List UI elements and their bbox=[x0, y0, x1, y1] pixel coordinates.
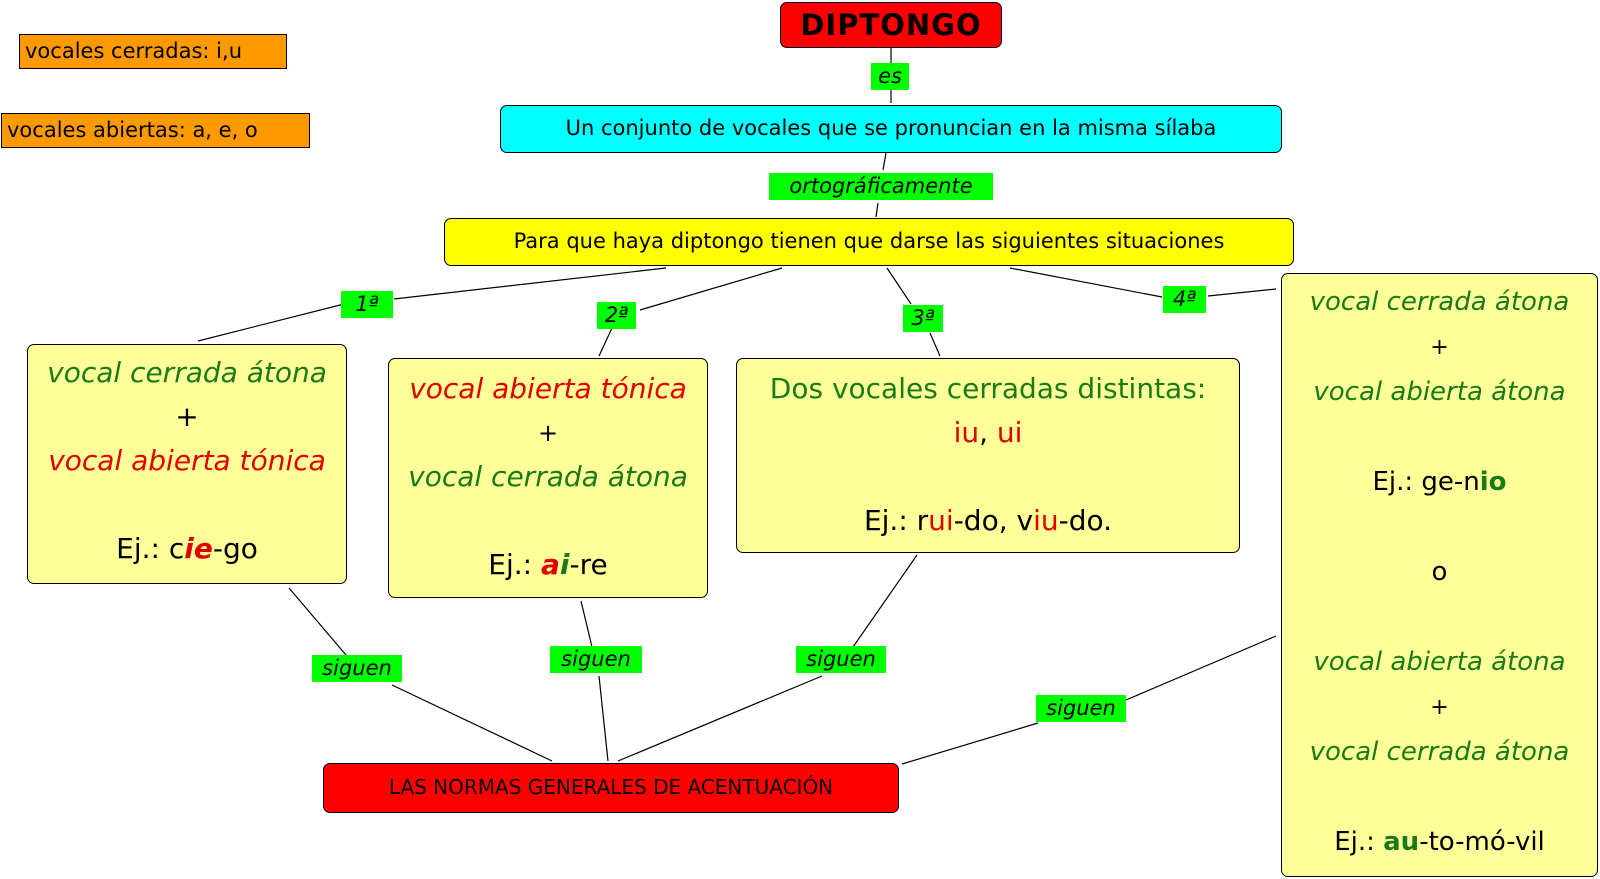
card-4-line-4: vocal cerrada átona bbox=[1309, 737, 1570, 767]
card-4-spacer-2 bbox=[1282, 505, 1597, 550]
card-4-line-1: vocal cerrada átona bbox=[1309, 287, 1570, 317]
card-2-spacer bbox=[389, 499, 707, 543]
link-label-siguen-3: siguen bbox=[796, 646, 886, 673]
card-3-pairs: iu, ui bbox=[953, 416, 1023, 449]
link-label-siguen-4: siguen bbox=[1036, 695, 1126, 722]
connector-line bbox=[393, 267, 667, 300]
card-1-line-2: vocal abierta tónica bbox=[48, 444, 326, 477]
card-1-spacer bbox=[28, 483, 346, 527]
card-3-spacer bbox=[737, 455, 1239, 499]
link-label-ortograficamente: ortográficamente bbox=[769, 173, 993, 200]
connector-line bbox=[580, 600, 593, 648]
link-label-third: 3ª bbox=[903, 305, 943, 332]
connector-line bbox=[1125, 635, 1277, 701]
card-2-plus: + bbox=[537, 419, 559, 447]
connector-line bbox=[882, 152, 887, 171]
link-label-es: es bbox=[871, 63, 909, 90]
connector-line bbox=[901, 722, 1039, 765]
situations-node: Para que haya diptongo tienen que darse … bbox=[444, 218, 1294, 266]
card-4-spacer-1 bbox=[1282, 415, 1597, 460]
legend-open-vowels: vocales abiertas: a, e, o bbox=[1, 113, 310, 148]
card-4-line-3: vocal abierta átona bbox=[1313, 647, 1566, 677]
card-4-example-a: Ej.: ge-nio bbox=[1372, 467, 1507, 497]
card-3-line-1: Dos vocales cerradas distintas: bbox=[769, 372, 1207, 405]
card-4-spacer-4 bbox=[1282, 775, 1597, 820]
link-label-siguen-2: siguen bbox=[550, 646, 642, 673]
card-4-plus-2: + bbox=[1430, 695, 1449, 720]
connector-line bbox=[929, 332, 941, 357]
connector-line bbox=[852, 554, 918, 648]
card-2-line-1: vocal abierta tónica bbox=[409, 372, 687, 405]
link-label-second: 2ª bbox=[597, 302, 636, 329]
connector-line bbox=[886, 267, 912, 305]
card-4-example-b: Ej.: au-to-mó-vil bbox=[1334, 827, 1545, 857]
card-2-example: Ej.: ai-re bbox=[488, 548, 608, 581]
connector-line bbox=[617, 675, 823, 762]
definition-node: Un conjunto de vocales que se pronuncian… bbox=[500, 105, 1282, 153]
connector-line bbox=[1009, 267, 1163, 298]
card-4-or: o bbox=[1431, 557, 1448, 587]
connector-line bbox=[1207, 288, 1277, 297]
connector-line bbox=[598, 327, 613, 357]
card-4-spacer-3 bbox=[1282, 595, 1597, 640]
general-rules-node: LAS NORMAS GENERALES DE ACENTUACIÓN bbox=[323, 763, 899, 813]
legend-closed-vowels: vocales cerradas: i,u bbox=[19, 34, 287, 69]
situation-card-2: vocal abierta tónica + vocal cerrada áto… bbox=[388, 358, 708, 598]
title-node: DIPTONGO bbox=[780, 2, 1002, 48]
connector-line bbox=[598, 675, 609, 762]
connector-line bbox=[875, 202, 879, 218]
situation-card-1: vocal cerrada átona + vocal abierta tóni… bbox=[27, 344, 347, 584]
situation-card-3: Dos vocales cerradas distintas: iu, ui E… bbox=[736, 358, 1240, 553]
link-label-fourth: 4ª bbox=[1163, 286, 1206, 313]
connector-line bbox=[197, 301, 353, 342]
connector-line bbox=[391, 684, 553, 762]
card-4-line-2: vocal abierta átona bbox=[1313, 377, 1566, 407]
card-3-example: Ej.: rui-do, viu-do. bbox=[863, 504, 1113, 537]
card-2-line-2: vocal cerrada átona bbox=[408, 460, 688, 493]
card-1-line-1: vocal cerrada átona bbox=[47, 356, 327, 389]
card-4-plus-1: + bbox=[1430, 335, 1449, 360]
card-1-plus: + bbox=[175, 400, 199, 433]
link-label-siguen-1: siguen bbox=[312, 655, 402, 682]
situation-card-4: vocal cerrada átona + vocal abierta áton… bbox=[1281, 273, 1598, 877]
connector-line bbox=[639, 267, 783, 311]
connector-line bbox=[288, 587, 347, 656]
card-1-example: Ej.: cie-go bbox=[116, 532, 258, 565]
link-label-first: 1ª bbox=[341, 291, 393, 318]
